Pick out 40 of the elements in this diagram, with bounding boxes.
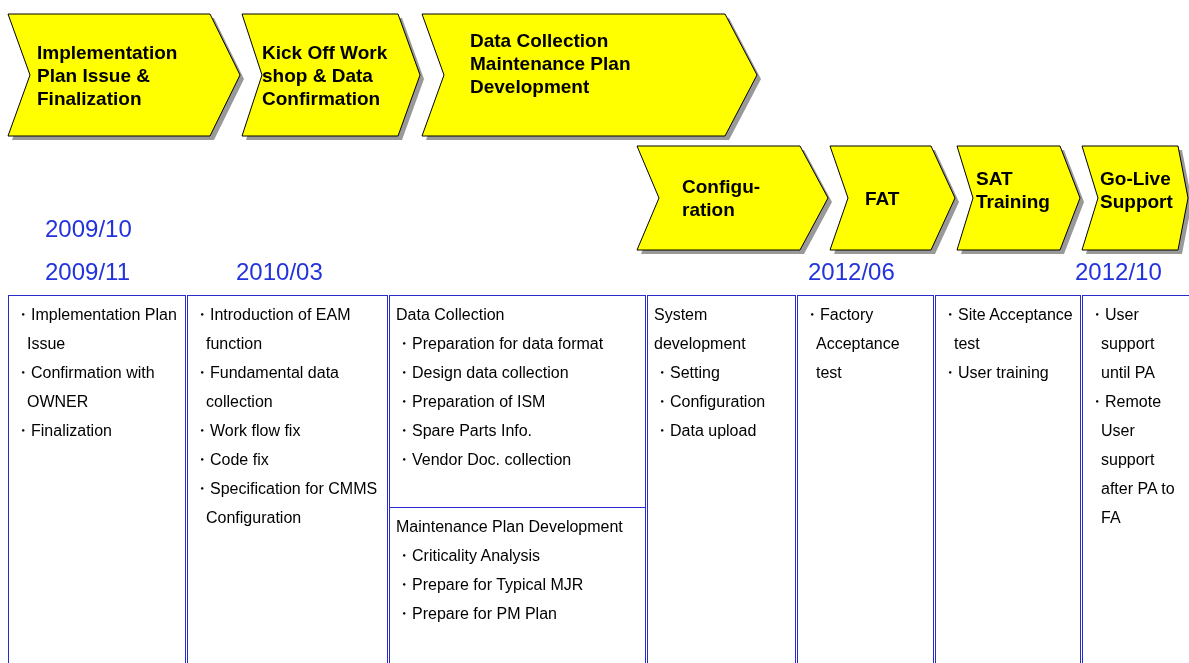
- task-item: ・Prepare for PM Plan: [396, 604, 558, 624]
- column-heading: Maintenance Plan Development: [396, 517, 624, 537]
- task-column-box: [187, 295, 388, 663]
- task-item: ・Preparation for data format: [396, 334, 605, 354]
- date-label: 2009/10: [45, 215, 132, 243]
- task-item: ・Spare Parts Info.: [396, 421, 534, 441]
- task-item: ・Factory Acceptance test: [804, 305, 901, 383]
- task-item: ・Criticality Analysis: [396, 546, 542, 566]
- task-item: ・Design data collection: [396, 363, 570, 383]
- task-item: ・Data upload: [654, 421, 758, 441]
- task-column-box: [935, 295, 1081, 663]
- task-item: ・Preparation of ISM: [396, 392, 547, 412]
- task-item: ・Confirmation with OWNER: [15, 363, 156, 412]
- column-heading: Data Collection: [396, 305, 506, 325]
- task-column-box: [389, 295, 646, 508]
- task-column-box: [797, 295, 934, 663]
- task-item: ・Site Acceptance test: [942, 305, 1074, 354]
- task-column-box: [8, 295, 186, 663]
- task-item: ・Finalization: [15, 421, 113, 441]
- date-label: 2010/03: [236, 258, 323, 286]
- date-label: 2009/11: [45, 258, 130, 286]
- column-heading: System development: [654, 305, 747, 354]
- task-item: ・User support until PA: [1089, 305, 1156, 383]
- date-label: 2012/06: [808, 258, 895, 286]
- task-item: ・Introduction of EAM function: [194, 305, 352, 354]
- task-item: ・Specification for CMMS Configuration: [194, 479, 379, 528]
- task-column-box: [389, 507, 646, 663]
- date-label: 2012/10: [1075, 258, 1162, 286]
- task-item: ・Configuration: [654, 392, 767, 412]
- task-column-box: [1082, 295, 1189, 663]
- task-item: ・Code fix: [194, 450, 270, 470]
- task-item: ・Vendor Doc. collection: [396, 450, 573, 470]
- task-item: ・Remote User support after PA to FA: [1089, 392, 1176, 528]
- task-item: ・User training: [942, 363, 1050, 383]
- task-item: ・Implementation Plan Issue: [15, 305, 178, 354]
- task-item: ・Work flow fix: [194, 421, 302, 441]
- task-column-box: [647, 295, 796, 663]
- task-item: ・Fundamental data collection: [194, 363, 340, 412]
- task-item: ・Prepare for Typical MJR: [396, 575, 585, 595]
- task-item: ・Setting: [654, 363, 721, 383]
